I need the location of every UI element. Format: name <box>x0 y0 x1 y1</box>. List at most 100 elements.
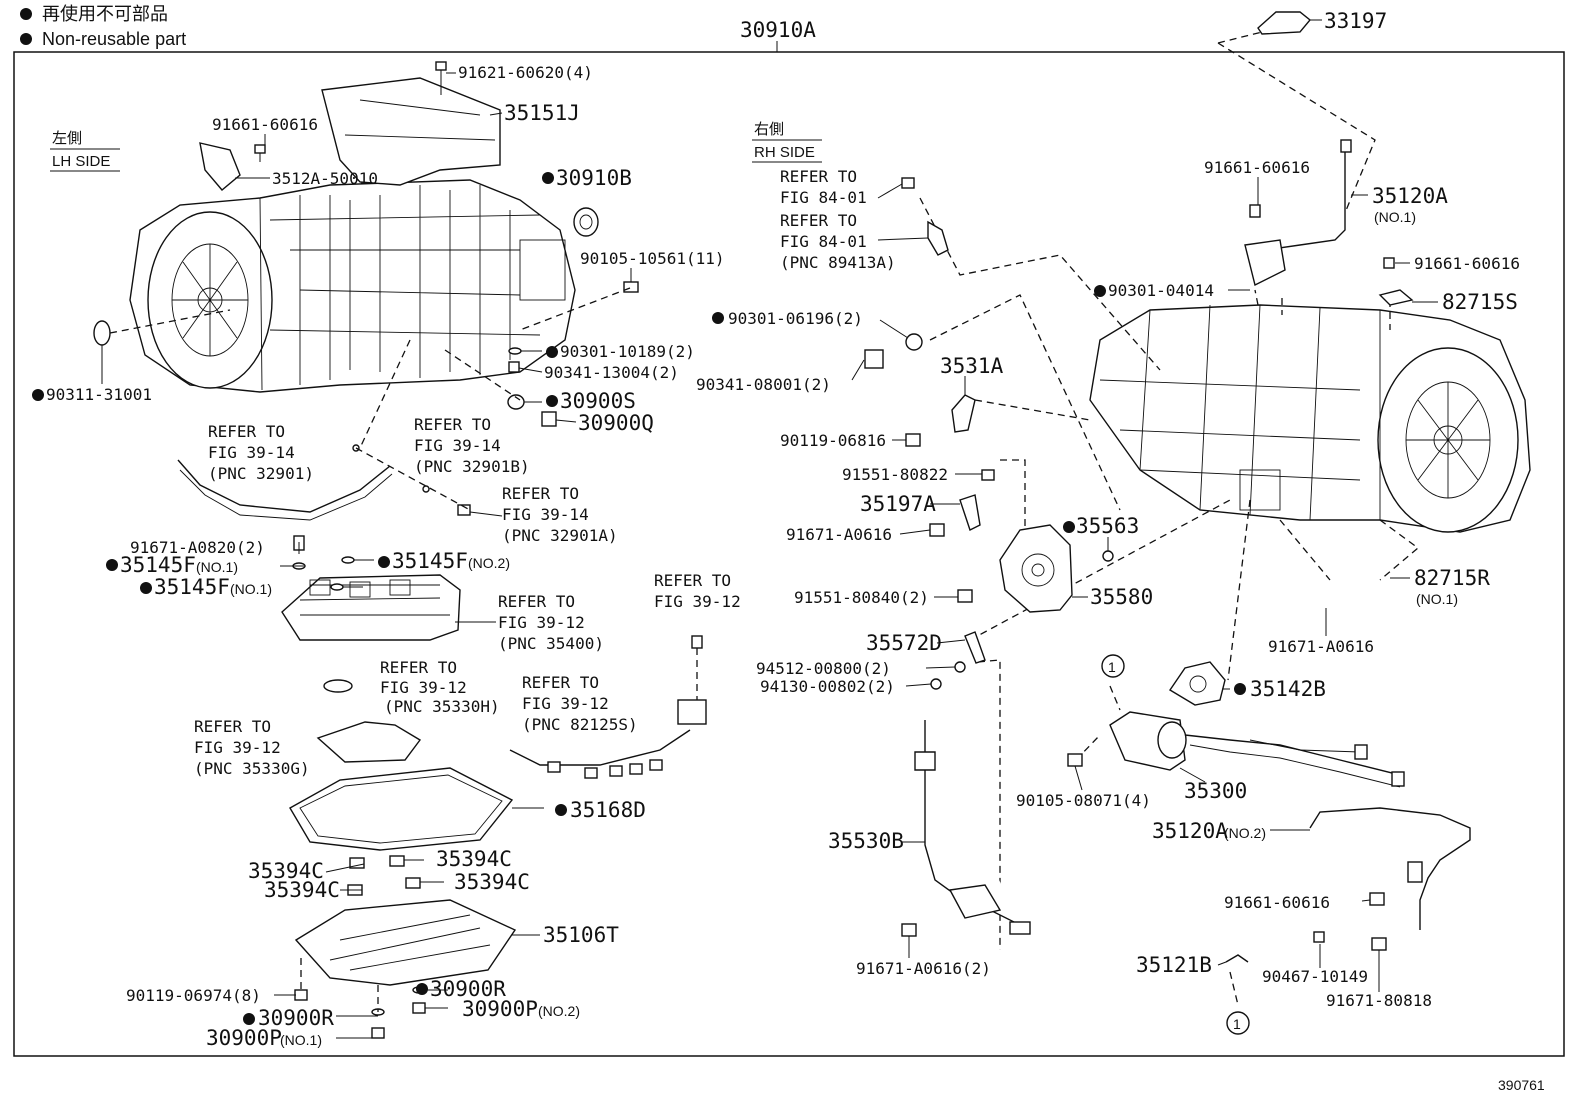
part-35197A[interactable]: 35197A <box>860 492 936 516</box>
svg-text:REFER TO: REFER TO <box>208 422 285 441</box>
part-30900P-no2[interactable]: 30900P <box>462 997 538 1021</box>
part-35572D[interactable]: 35572D <box>866 631 942 655</box>
refer-39-12-pnc-82125S[interactable]: REFER TO FIG 39-12 (PNC 82125S) <box>522 673 638 734</box>
part-30910B[interactable]: 30910B <box>556 166 632 190</box>
part-91671-80818[interactable]: 91671-80818 <box>1326 991 1432 1010</box>
part-35530B[interactable]: 35530B <box>828 829 904 853</box>
part-91671-A0616-2[interactable]: 91671-A0616(2) <box>856 959 991 978</box>
part-30900P-no1-note: (NO.1) <box>280 1032 322 1048</box>
refer-39-12-pnc-35330G[interactable]: REFER TO FIG 39-12 (PNC 35330G) <box>194 717 310 778</box>
part-90301-04014[interactable]: 90301-04014 <box>1108 281 1214 300</box>
part-82715R-note: (NO.1) <box>1416 591 1458 607</box>
svg-text:FIG 84-01: FIG 84-01 <box>780 232 867 251</box>
part-90119-06974[interactable]: 90119-06974(8) <box>126 986 261 1005</box>
part-91621[interactable]: 91621-60620(4) <box>458 63 593 82</box>
part-35121B[interactable]: 35121B <box>1136 953 1212 977</box>
part-35394C-d[interactable]: 35394C <box>454 870 530 894</box>
part-35120A-no1[interactable]: 35120A <box>1372 184 1448 208</box>
part-91661-rh-bottom[interactable]: 91661-60616 <box>1224 893 1330 912</box>
rh-side-jp: 右側 <box>754 121 784 138</box>
part-33197[interactable]: 33197 <box>1324 9 1387 33</box>
part-35300[interactable]: 35300 <box>1184 779 1247 803</box>
part-91671-A0616-rh[interactable]: 91671-A0616 <box>1268 637 1374 656</box>
refer-84-01-pnc-89413A[interactable]: REFER TO FIG 84-01 (PNC 89413A) <box>780 211 896 272</box>
breather-33197 <box>1257 11 1311 35</box>
part-35106T[interactable]: 35106T <box>543 923 619 947</box>
part-35145F-no1[interactable]: 35145F <box>154 575 230 599</box>
part-30900S[interactable]: 30900S <box>560 389 636 413</box>
svg-text:FIG 39-12: FIG 39-12 <box>194 738 281 757</box>
breather-hose-no2 <box>1309 807 1471 930</box>
part-90311[interactable]: 90311-31001 <box>46 385 152 404</box>
oil-strainer <box>316 721 422 763</box>
part-35168D[interactable]: 35168D <box>570 798 646 822</box>
part-90301-10189[interactable]: 90301-10189(2) <box>560 342 695 361</box>
refer-39-14-pnc-32901B[interactable]: REFER TO FIG 39-14 (PNC 32901B) <box>414 415 530 476</box>
svg-text:FIG 39-14: FIG 39-14 <box>414 436 501 455</box>
part-35142B[interactable]: 35142B <box>1250 677 1326 701</box>
oil-seal-30910B <box>573 207 599 237</box>
part-30900P-no1[interactable]: 30900P <box>206 1026 282 1050</box>
part-90341-08001[interactable]: 90341-08001(2) <box>696 375 831 394</box>
part-35394C-b[interactable]: 35394C <box>436 847 512 871</box>
oil-pan-gasket <box>289 767 514 851</box>
part-35580[interactable]: 35580 <box>1090 585 1153 609</box>
part-94512[interactable]: 94512-00800(2) <box>756 659 891 678</box>
part-30900Q[interactable]: 30900Q <box>578 411 654 435</box>
refer-39-14-pnc-32901A[interactable]: REFER TO FIG 39-14 (PNC 32901A) <box>502 484 618 545</box>
part-30900P-no2-note: (NO.2) <box>538 1003 580 1019</box>
bolt-91621 <box>435 61 447 95</box>
part-91551-80822[interactable]: 91551-80822 <box>842 465 948 484</box>
refer-39-12-pnc-35330H[interactable]: REFER TO FIG 39-12 (PNC 35330H) <box>380 658 500 716</box>
part-91671-A0616-mid[interactable]: 91671-A0616 <box>786 525 892 544</box>
part-91551-80840[interactable]: 91551-80840(2) <box>794 588 929 607</box>
refer-39-14-pnc-32901[interactable]: REFER TO FIG 39-14 (PNC 32901) <box>208 422 314 483</box>
svg-text:REFER TO: REFER TO <box>498 592 575 611</box>
part-35563[interactable]: 35563 <box>1076 514 1139 538</box>
svg-text:REFER TO: REFER TO <box>414 415 491 434</box>
part-35394C-c[interactable]: 35394C <box>264 878 340 902</box>
part-35145F-no1-top-note: (NO.1) <box>196 559 238 575</box>
part-30900R-right[interactable]: 30900R <box>430 977 506 1001</box>
wire-harness <box>509 635 707 779</box>
part-90301-06196[interactable]: 90301-06196(2) <box>728 309 863 328</box>
part-3512A[interactable]: 3512A-50010 <box>272 169 378 188</box>
svg-text:REFER TO: REFER TO <box>502 484 579 503</box>
refer-39-12-harness[interactable]: REFER TO FIG 39-12 <box>654 571 741 611</box>
part-35120A-no1-note: (NO.1) <box>1374 209 1416 225</box>
part-94130[interactable]: 94130-00802(2) <box>760 677 895 696</box>
svg-text:(PNC 35330G): (PNC 35330G) <box>194 759 310 778</box>
part-35145F-no1-note: (NO.1) <box>230 581 272 597</box>
part-30900R-left[interactable]: 30900R <box>258 1006 334 1030</box>
refer-84-01-a[interactable]: REFER TO FIG 84-01 <box>780 167 867 207</box>
svg-text:(PNC 89413A): (PNC 89413A) <box>780 253 896 272</box>
bracket-3512A <box>199 142 241 191</box>
part-35120A-no2[interactable]: 35120A <box>1152 819 1228 843</box>
transmission-lh-view <box>129 179 576 393</box>
part-91661-rh-side[interactable]: 91661-60616 <box>1414 254 1520 273</box>
part-91661-lh[interactable]: 91661-60616 <box>212 115 318 134</box>
svg-text:REFER TO: REFER TO <box>780 167 857 186</box>
svg-text:(PNC 32901B): (PNC 32901B) <box>414 457 530 476</box>
non-reusable-dot-icon <box>20 33 32 45</box>
part-3531A[interactable]: 3531A <box>940 354 1004 378</box>
part-91671-A0820[interactable]: 91671-A0820(2) <box>130 538 265 557</box>
part-35145F-no2[interactable]: 35145F <box>392 549 468 573</box>
part-90105-lh[interactable]: 90105-10561(11) <box>580 249 725 268</box>
part-35145F-no1-top[interactable]: 35145F <box>120 553 196 577</box>
diagram-frame <box>13 51 1565 1057</box>
part-90105-08071[interactable]: 90105-08071(4) <box>1016 791 1151 810</box>
svg-text:(PNC 82125S): (PNC 82125S) <box>522 715 638 734</box>
part-35151J[interactable]: 35151J <box>504 101 580 125</box>
part-90467[interactable]: 90467-10149 <box>1262 967 1368 986</box>
connection-marker-1-label: 1 <box>1108 659 1116 675</box>
part-82715S[interactable]: 82715S <box>1442 290 1518 314</box>
part-82715R[interactable]: 82715R <box>1414 566 1490 590</box>
part-90341-13004[interactable]: 90341-13004(2) <box>544 363 679 382</box>
part-90119-06816[interactable]: 90119-06816 <box>780 431 886 450</box>
part-91661-rh-top[interactable]: 91661-60616 <box>1204 158 1310 177</box>
part-35394C-a[interactable]: 35394C <box>248 859 324 883</box>
refer-39-12-pnc-35400[interactable]: REFER TO FIG 39-12 (PNC 35400) <box>498 592 604 653</box>
non-reusable-dot-icon <box>20 8 32 20</box>
